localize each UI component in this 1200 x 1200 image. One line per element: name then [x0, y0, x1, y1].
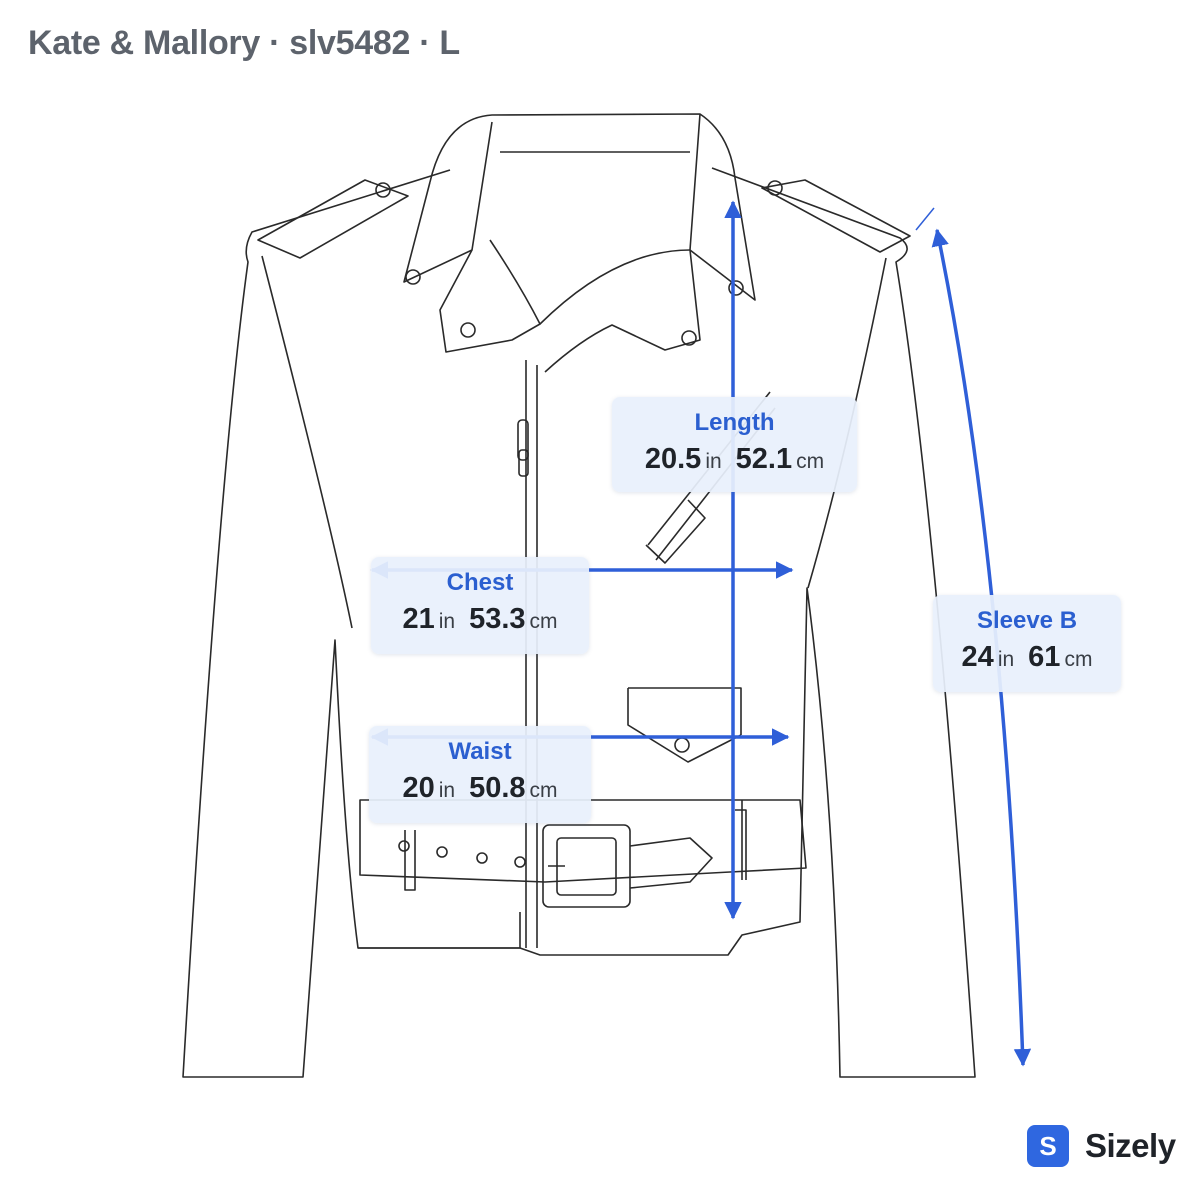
chest-in-value: 21	[402, 603, 435, 635]
sleeve-in-value: 24	[961, 641, 994, 673]
sleeve-cm-unit: cm	[1064, 648, 1093, 671]
chest-in-unit: in	[438, 610, 456, 633]
sleeve-in-unit: in	[997, 648, 1015, 671]
length-cm-unit: cm	[796, 450, 825, 473]
length-cm-value: 52.1	[735, 443, 793, 475]
jacket-outline	[182, 113, 976, 1078]
sizely-logo-icon: S	[1027, 1125, 1069, 1167]
chest-cm-value: 53.3	[469, 603, 526, 635]
length-label: Length	[694, 409, 775, 436]
chest-cm-unit: cm	[529, 610, 558, 633]
length-in-unit: in	[705, 450, 722, 473]
waist-cm-unit: cm	[529, 779, 558, 802]
brand-name: Sizely	[1085, 1127, 1176, 1164]
length-in-value: 20.5	[644, 443, 702, 475]
waist-cm-value: 50.8	[469, 772, 526, 804]
shoulder-tick	[915, 207, 935, 231]
waist-label: Waist	[448, 738, 512, 765]
waist-in-value: 20	[402, 772, 435, 804]
brand-logo: S Sizely	[1027, 1125, 1176, 1167]
waist-in-unit: in	[438, 779, 456, 802]
chest-label: Chest	[446, 569, 514, 596]
sleeve-cm-value: 61	[1028, 641, 1061, 673]
sleeve-label: Sleeve B	[976, 607, 1078, 634]
page-title: Kate & Mallory · slv5482 · L	[28, 24, 460, 62]
